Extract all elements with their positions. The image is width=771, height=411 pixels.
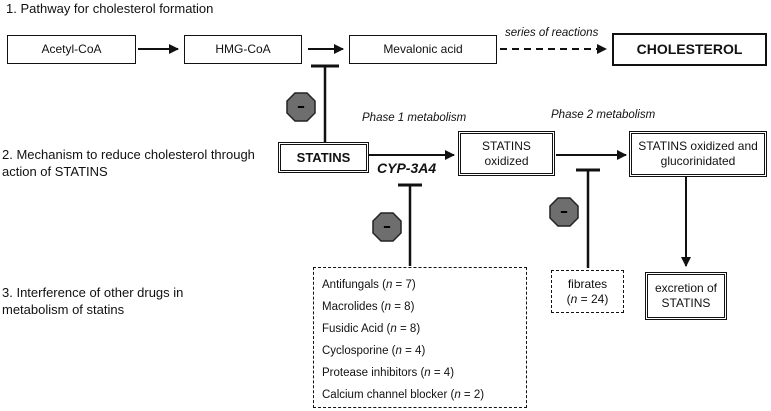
- node-excretion-line2: STATINS: [661, 296, 711, 310]
- node-acetyl-coa-label: Acetyl-CoA: [41, 42, 102, 56]
- node-statins-glucorinidated-line2: glucorinidated: [660, 154, 736, 168]
- node-statins: STATINS: [278, 142, 369, 173]
- node-excretion: excretion of STATINS: [645, 272, 727, 320]
- phase-1-label: Phase 1 metabolism: [362, 112, 467, 124]
- node-statins-label: STATINS: [296, 150, 351, 165]
- list-item: Antifungals (n = 7): [322, 279, 416, 291]
- list-item: Cyclosporine (n = 4): [322, 345, 426, 357]
- node-cholesterol-label: CHOLESTEROL: [636, 41, 743, 57]
- node-statins-oxidized-line1: STATINS: [482, 138, 531, 153]
- node-hmg-coa-label: HMG-CoA: [215, 42, 271, 56]
- section-2-label: 2. Mechanism to reduce cholesterol throu…: [2, 147, 255, 179]
- node-mevalonic-acid-label: Mevalonic acid: [383, 42, 463, 56]
- node-statins-glucorinidated: STATINS oxidized and glucorinidated: [629, 131, 767, 177]
- node-mevalonic-acid: Mevalonic acid: [349, 35, 497, 64]
- node-excretion-line1: excretion of: [654, 281, 718, 295]
- svg-text:–: –: [297, 97, 305, 116]
- node-cholesterol: CHOLESTEROL: [612, 33, 767, 66]
- section-1-label: 1. Pathway for cholesterol formation: [6, 1, 214, 16]
- section-3-label: 3. Interference of other drugs in metabo…: [2, 285, 184, 317]
- series-of-reactions-label: series of reactions: [505, 27, 599, 39]
- phase-2-label: Phase 2 metabolism: [551, 109, 656, 121]
- enzyme-cyp3a4-label: CYP-3A4: [377, 160, 437, 176]
- list-item: Calcium channel blocker (n = 2): [322, 389, 485, 401]
- node-statins-glucorinidated-line1: STATINS oxidized and: [638, 139, 758, 153]
- node-fibrates-count: (n = 24): [566, 291, 609, 306]
- svg-text:–: –: [383, 217, 391, 236]
- list-item: Macrolides (n = 8): [322, 301, 415, 313]
- inhibition-stop-icon: –: [372, 212, 402, 242]
- node-statins-oxidized-line2: oxidized: [484, 153, 529, 168]
- node-hmg-coa: HMG-CoA: [184, 35, 302, 64]
- inhibition-stop-icon: –: [286, 92, 316, 122]
- node-acetyl-coa: Acetyl-CoA: [7, 35, 136, 64]
- svg-text:–: –: [560, 202, 568, 221]
- list-item: Protease inhibitors (n = 4): [322, 367, 455, 379]
- inhibitor-drug-list: Antifungals (n = 7) Macrolides (n = 8) F…: [313, 267, 527, 408]
- list-item: Fusidic Acid (n = 8): [322, 323, 421, 335]
- node-fibrates: fibrates (n = 24): [551, 270, 624, 313]
- inhibition-stop-icon: –: [549, 197, 579, 227]
- node-fibrates-label: fibrates: [567, 276, 608, 291]
- node-statins-oxidized: STATINS oxidized: [458, 131, 555, 176]
